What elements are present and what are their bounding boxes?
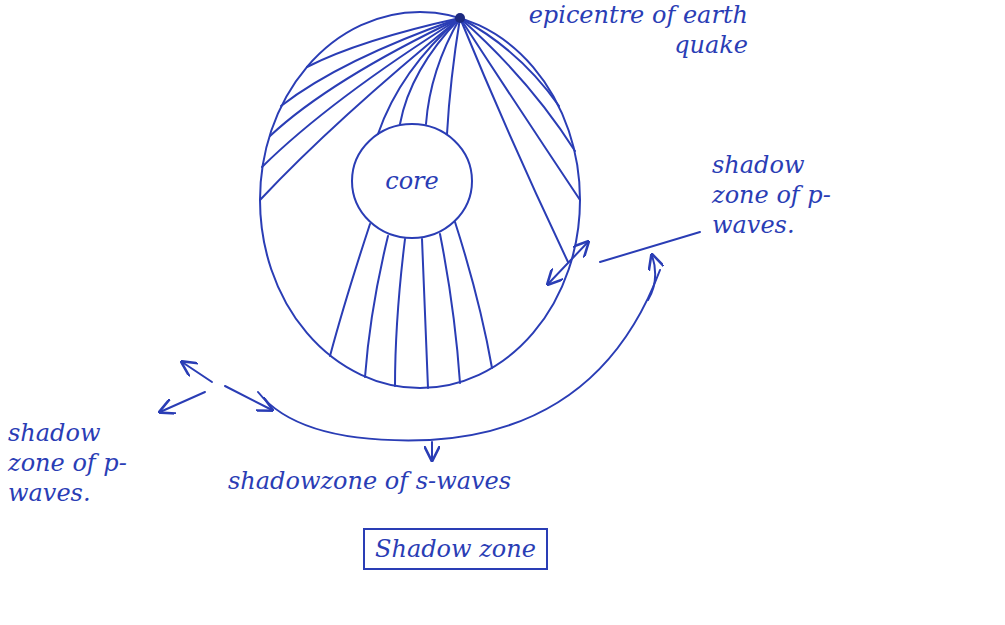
seismic-ray	[378, 18, 460, 134]
zone-arrow	[548, 242, 588, 284]
seismic-ray	[395, 239, 405, 386]
zone-arrow	[225, 386, 272, 410]
zone-label: shadow zone of p-waves.	[8, 418, 148, 508]
seismic-ray	[455, 222, 492, 368]
seismic-ray	[262, 18, 460, 167]
seismic-ray	[440, 234, 460, 383]
caption-box: Shadow zone	[363, 528, 548, 570]
epicentre-dot	[455, 13, 465, 23]
core-circle: core	[350, 122, 474, 240]
leader-line	[431, 442, 433, 460]
seismic-ray	[447, 18, 460, 134]
epicentre-label: epicentre of earth quake	[512, 0, 748, 60]
seismic-ray	[426, 18, 460, 124]
zone-arrow	[160, 392, 205, 412]
zone-label: shadow zone of p-waves.	[712, 150, 862, 240]
seismic-ray	[400, 18, 460, 124]
seismic-ray	[422, 239, 428, 388]
zone-label: shadowzone of s-waves	[228, 466, 648, 496]
text-stack: core	[385, 167, 439, 195]
s-wave-zone-arc	[258, 270, 660, 440]
zone-arrow	[648, 255, 655, 300]
seismic-ray	[365, 236, 388, 377]
earth-outline	[260, 12, 580, 388]
core-label: core	[385, 167, 439, 195]
seismic-ray	[260, 18, 460, 200]
seismic-ray	[460, 18, 580, 200]
seismic-ray	[460, 18, 568, 262]
seismic-ray	[330, 224, 370, 356]
leader-line	[600, 232, 700, 262]
seismic-ray	[460, 18, 575, 151]
zone-arrow	[182, 362, 212, 382]
